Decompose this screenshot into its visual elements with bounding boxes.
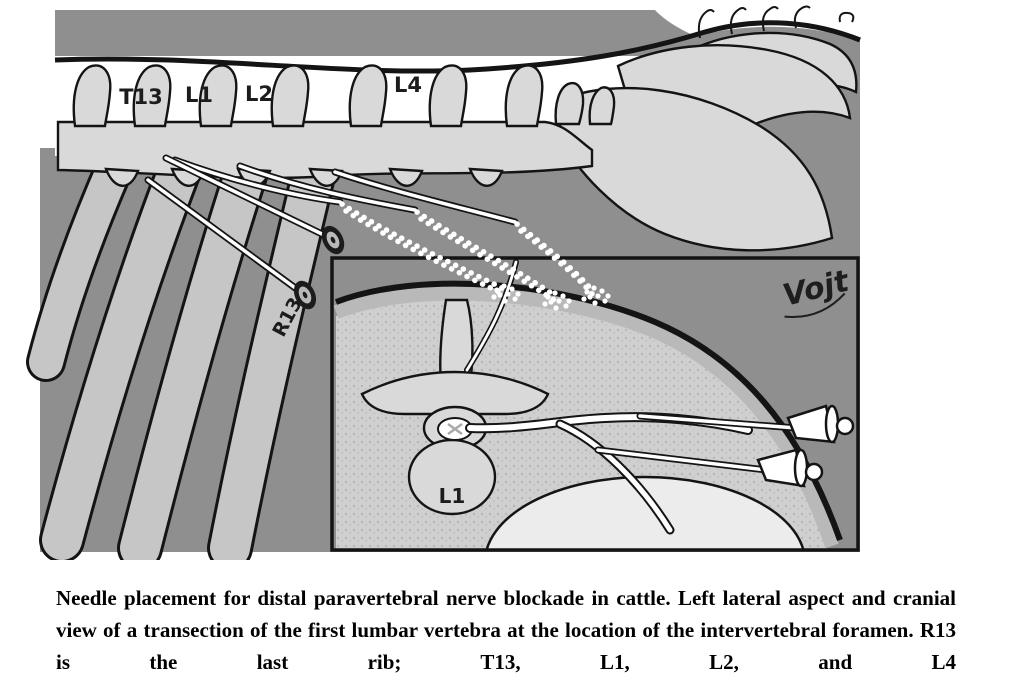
inset-needle-dorsal	[636, 404, 855, 444]
dorsal-skin-line	[54, 20, 861, 74]
label-t13: T13	[119, 85, 163, 109]
skin-outline	[334, 280, 843, 542]
figure-caption: Needle placement for distal paravertebra…	[56, 586, 956, 674]
costal-cartilage-lines	[697, 5, 855, 39]
label-l1: L1	[185, 83, 213, 107]
needle-hub	[293, 280, 317, 310]
spinous-processes	[72, 64, 616, 128]
pelvic-bones	[558, 31, 858, 252]
label-l2: L2	[245, 82, 273, 106]
inset-needle-ventral	[594, 446, 824, 488]
hub-flange	[793, 448, 809, 488]
needle-hub	[321, 225, 345, 255]
label-l4: L4	[394, 73, 422, 97]
inset-border	[330, 256, 860, 552]
vertebra-l1-cross-section	[360, 298, 550, 516]
needle-cranial	[162, 154, 345, 255]
dotted-nerve-chains	[339, 201, 611, 311]
subcutaneous-layer	[333, 286, 839, 549]
cord-x-mark	[447, 422, 463, 436]
hub-knob	[835, 416, 855, 436]
inset-cranial-view: Vojt	[330, 256, 860, 552]
needle-caudal	[144, 176, 317, 310]
figure-illustration: Vojt T13 L1 L2 L4 R13 L1	[26, 5, 861, 560]
paravertebral-nerves	[171, 156, 519, 226]
abdominal-cavity	[485, 475, 805, 550]
label-inset-l1: L1	[439, 484, 466, 508]
hub-knob	[804, 462, 824, 482]
needle-hub	[756, 448, 806, 488]
